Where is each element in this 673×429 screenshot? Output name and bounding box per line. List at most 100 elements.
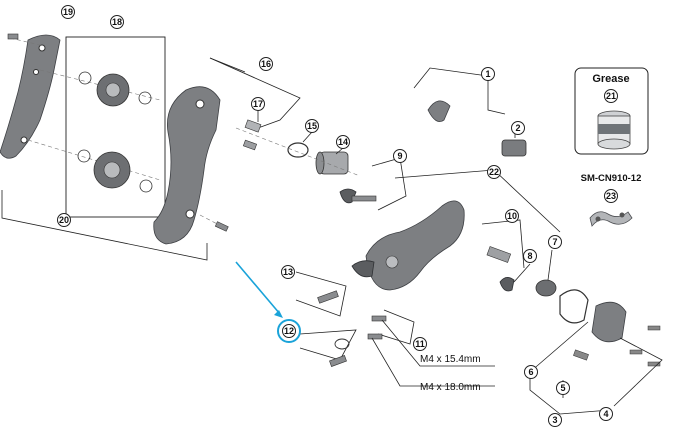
cage-bushing-icon <box>242 119 262 151</box>
callout-label-15: 15 <box>307 121 317 131</box>
callout-circle-8 <box>523 249 537 263</box>
spec-m4-18-0: M4 x 18.0mm <box>420 382 481 393</box>
main-body-icon <box>351 200 465 291</box>
callout-label-5: 5 <box>560 383 565 393</box>
outer-cage-plate-icon <box>0 34 61 159</box>
callout-label-21: 21 <box>606 91 616 101</box>
lower-pulley-icon <box>77 149 153 193</box>
callout-circle-22 <box>487 165 501 179</box>
callout-9: 9 <box>393 149 407 163</box>
callout-12: 12 <box>277 319 301 343</box>
callout-label-12: 12 <box>284 326 294 336</box>
callout-label-9: 9 <box>397 151 402 161</box>
callout-circle-23 <box>604 189 618 203</box>
callout-circle-1 <box>481 67 495 81</box>
callout-label-16: 16 <box>261 59 271 69</box>
callout-circle-12 <box>282 324 296 338</box>
screw-icon <box>7 33 19 40</box>
highlight-arrow-icon <box>235 261 283 318</box>
callout-label-4: 4 <box>603 409 608 419</box>
callout-circle-2 <box>511 121 525 135</box>
callout-20: 20 <box>57 213 71 227</box>
callout-circle-20 <box>57 213 71 227</box>
chain-quick-link-icon <box>589 211 633 227</box>
b-axle-icon <box>501 139 527 157</box>
callout-circle-18 <box>110 15 124 29</box>
callout-label-18: 18 <box>112 17 122 27</box>
callout-circle-13 <box>281 265 295 279</box>
callout-label-7: 7 <box>552 237 557 247</box>
callout-label-23: 23 <box>606 191 616 201</box>
callout-circle-15 <box>305 119 319 133</box>
callout-circle-4 <box>599 407 613 421</box>
inner-cage-plate-icon <box>153 86 221 245</box>
callout-circle-3 <box>548 413 562 427</box>
callout-circle-16 <box>259 57 273 71</box>
callout-10: 10 <box>505 209 519 223</box>
callout-5: 5 <box>556 381 570 395</box>
callout-13: 13 <box>281 265 295 279</box>
callout-15: 15 <box>305 119 319 133</box>
callout-circle-11 <box>413 337 427 351</box>
cover-screws-icon <box>629 325 661 367</box>
callout-2: 2 <box>511 121 525 135</box>
callout-label-19: 19 <box>63 7 73 17</box>
callout-label-1: 1 <box>485 69 490 79</box>
callout-circle-14 <box>336 135 350 149</box>
cable-adjust-bolt-icon <box>339 188 377 204</box>
callout-6: 6 <box>524 365 538 379</box>
callout-circle-21 <box>604 89 618 103</box>
callout-18: 18 <box>110 15 124 29</box>
callout-circle-5 <box>556 381 570 395</box>
callout-circle-10 <box>505 209 519 223</box>
spec-m4-15-4: M4 x 15.4mm <box>420 354 481 365</box>
callout-label-11: 11 <box>415 339 425 349</box>
callout-label-20: 20 <box>59 215 69 225</box>
grease-title: Grease <box>592 73 629 85</box>
adjust-screw-icon <box>486 246 512 263</box>
clutch-unit-icon <box>535 279 557 297</box>
callout-23: 23 <box>604 189 618 203</box>
highlight-ring <box>277 319 301 343</box>
callout-circle-17 <box>251 97 265 111</box>
chain-model-label: SM-CN910-12 <box>581 173 642 184</box>
callout-16: 16 <box>259 57 273 71</box>
upper-pulley-icon <box>78 71 152 107</box>
callout-label-14: 14 <box>338 137 348 147</box>
callout-label-3: 3 <box>552 415 557 425</box>
callout-21: 21 <box>604 89 618 103</box>
callout-1: 1 <box>481 67 495 81</box>
callout-8: 8 <box>523 249 537 263</box>
cage-spring-icon <box>315 151 349 175</box>
callout-circle-7 <box>548 235 562 249</box>
callout-label-8: 8 <box>527 251 532 261</box>
stop-bolt-icon <box>329 338 350 367</box>
callout-7: 7 <box>548 235 562 249</box>
pulley-group-frame <box>65 36 166 218</box>
callout-label-13: 13 <box>283 267 293 277</box>
fixing-bolt-icon <box>317 290 339 304</box>
callout-14: 14 <box>336 135 350 149</box>
callout-4: 4 <box>599 407 613 421</box>
clutch-lever-icon <box>499 277 515 292</box>
callout-circle-6 <box>524 365 538 379</box>
callout-label-6: 6 <box>528 367 533 377</box>
grease-box: Grease <box>574 67 649 155</box>
cage-screw-icon <box>214 221 229 232</box>
callout-17: 17 <box>251 97 265 111</box>
clutch-cover-icon <box>591 301 627 343</box>
callout-label-17: 17 <box>253 99 263 109</box>
spring-washer-icon <box>287 142 309 158</box>
callout-label-2: 2 <box>515 123 520 133</box>
callout-3: 3 <box>548 413 562 427</box>
cover-bolt-icon <box>573 349 589 361</box>
clutch-cover-gasket-icon <box>559 289 589 324</box>
b-tension-cover-icon <box>427 100 451 123</box>
callout-circle-9 <box>393 149 407 163</box>
callout-label-22: 22 <box>489 167 499 177</box>
m4-screws-icon <box>367 315 387 340</box>
callout-circle-19 <box>61 5 75 19</box>
callout-22: 22 <box>487 165 501 179</box>
